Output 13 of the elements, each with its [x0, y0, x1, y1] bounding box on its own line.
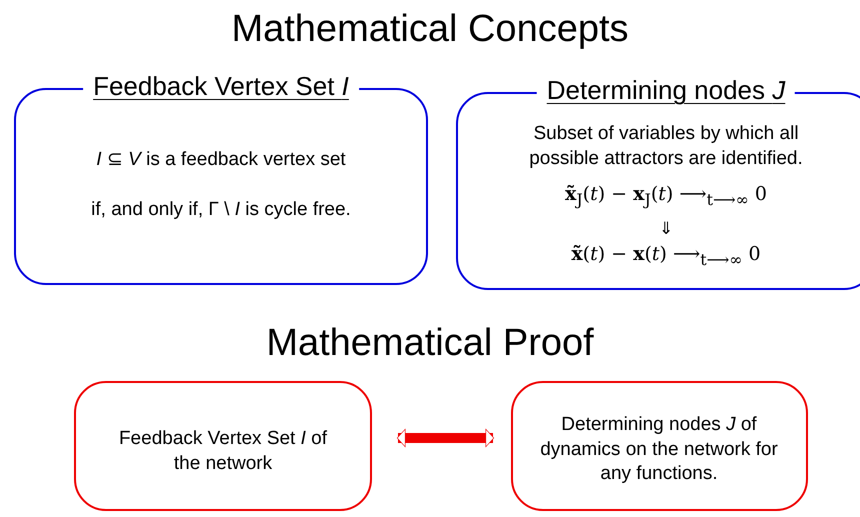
- definition-text: Subset of variables by which all possible attractors are identified.: [528, 122, 804, 171]
- section-heading: Mathematical Proof: [265, 322, 595, 365]
- box-text: Determining nodes J of dynamics on the network for any functions.: [539, 413, 779, 486]
- box-text: Feedback Vertex Set I of the network: [118, 427, 328, 476]
- proof-box: [74, 381, 372, 511]
- formula: x̃(t) − x(t) ⟶$_{t⟶∞}$ 0: [570, 242, 762, 270]
- definition-text: I ⊆ V is a feedback vertex set: [95, 148, 347, 172]
- page-title: Mathematical Concepts: [230, 8, 630, 51]
- formula: x̃$_{J}$(t) − x$_{J}$(t) ⟶$_{t⟶∞}$ 0: [564, 182, 768, 210]
- definition-text: if, and only if, Γ \ I is cycle free.: [90, 198, 352, 222]
- double-arrow: [396, 428, 494, 448]
- implies-symbol: ⇓: [658, 218, 674, 240]
- proof-box: [511, 381, 808, 511]
